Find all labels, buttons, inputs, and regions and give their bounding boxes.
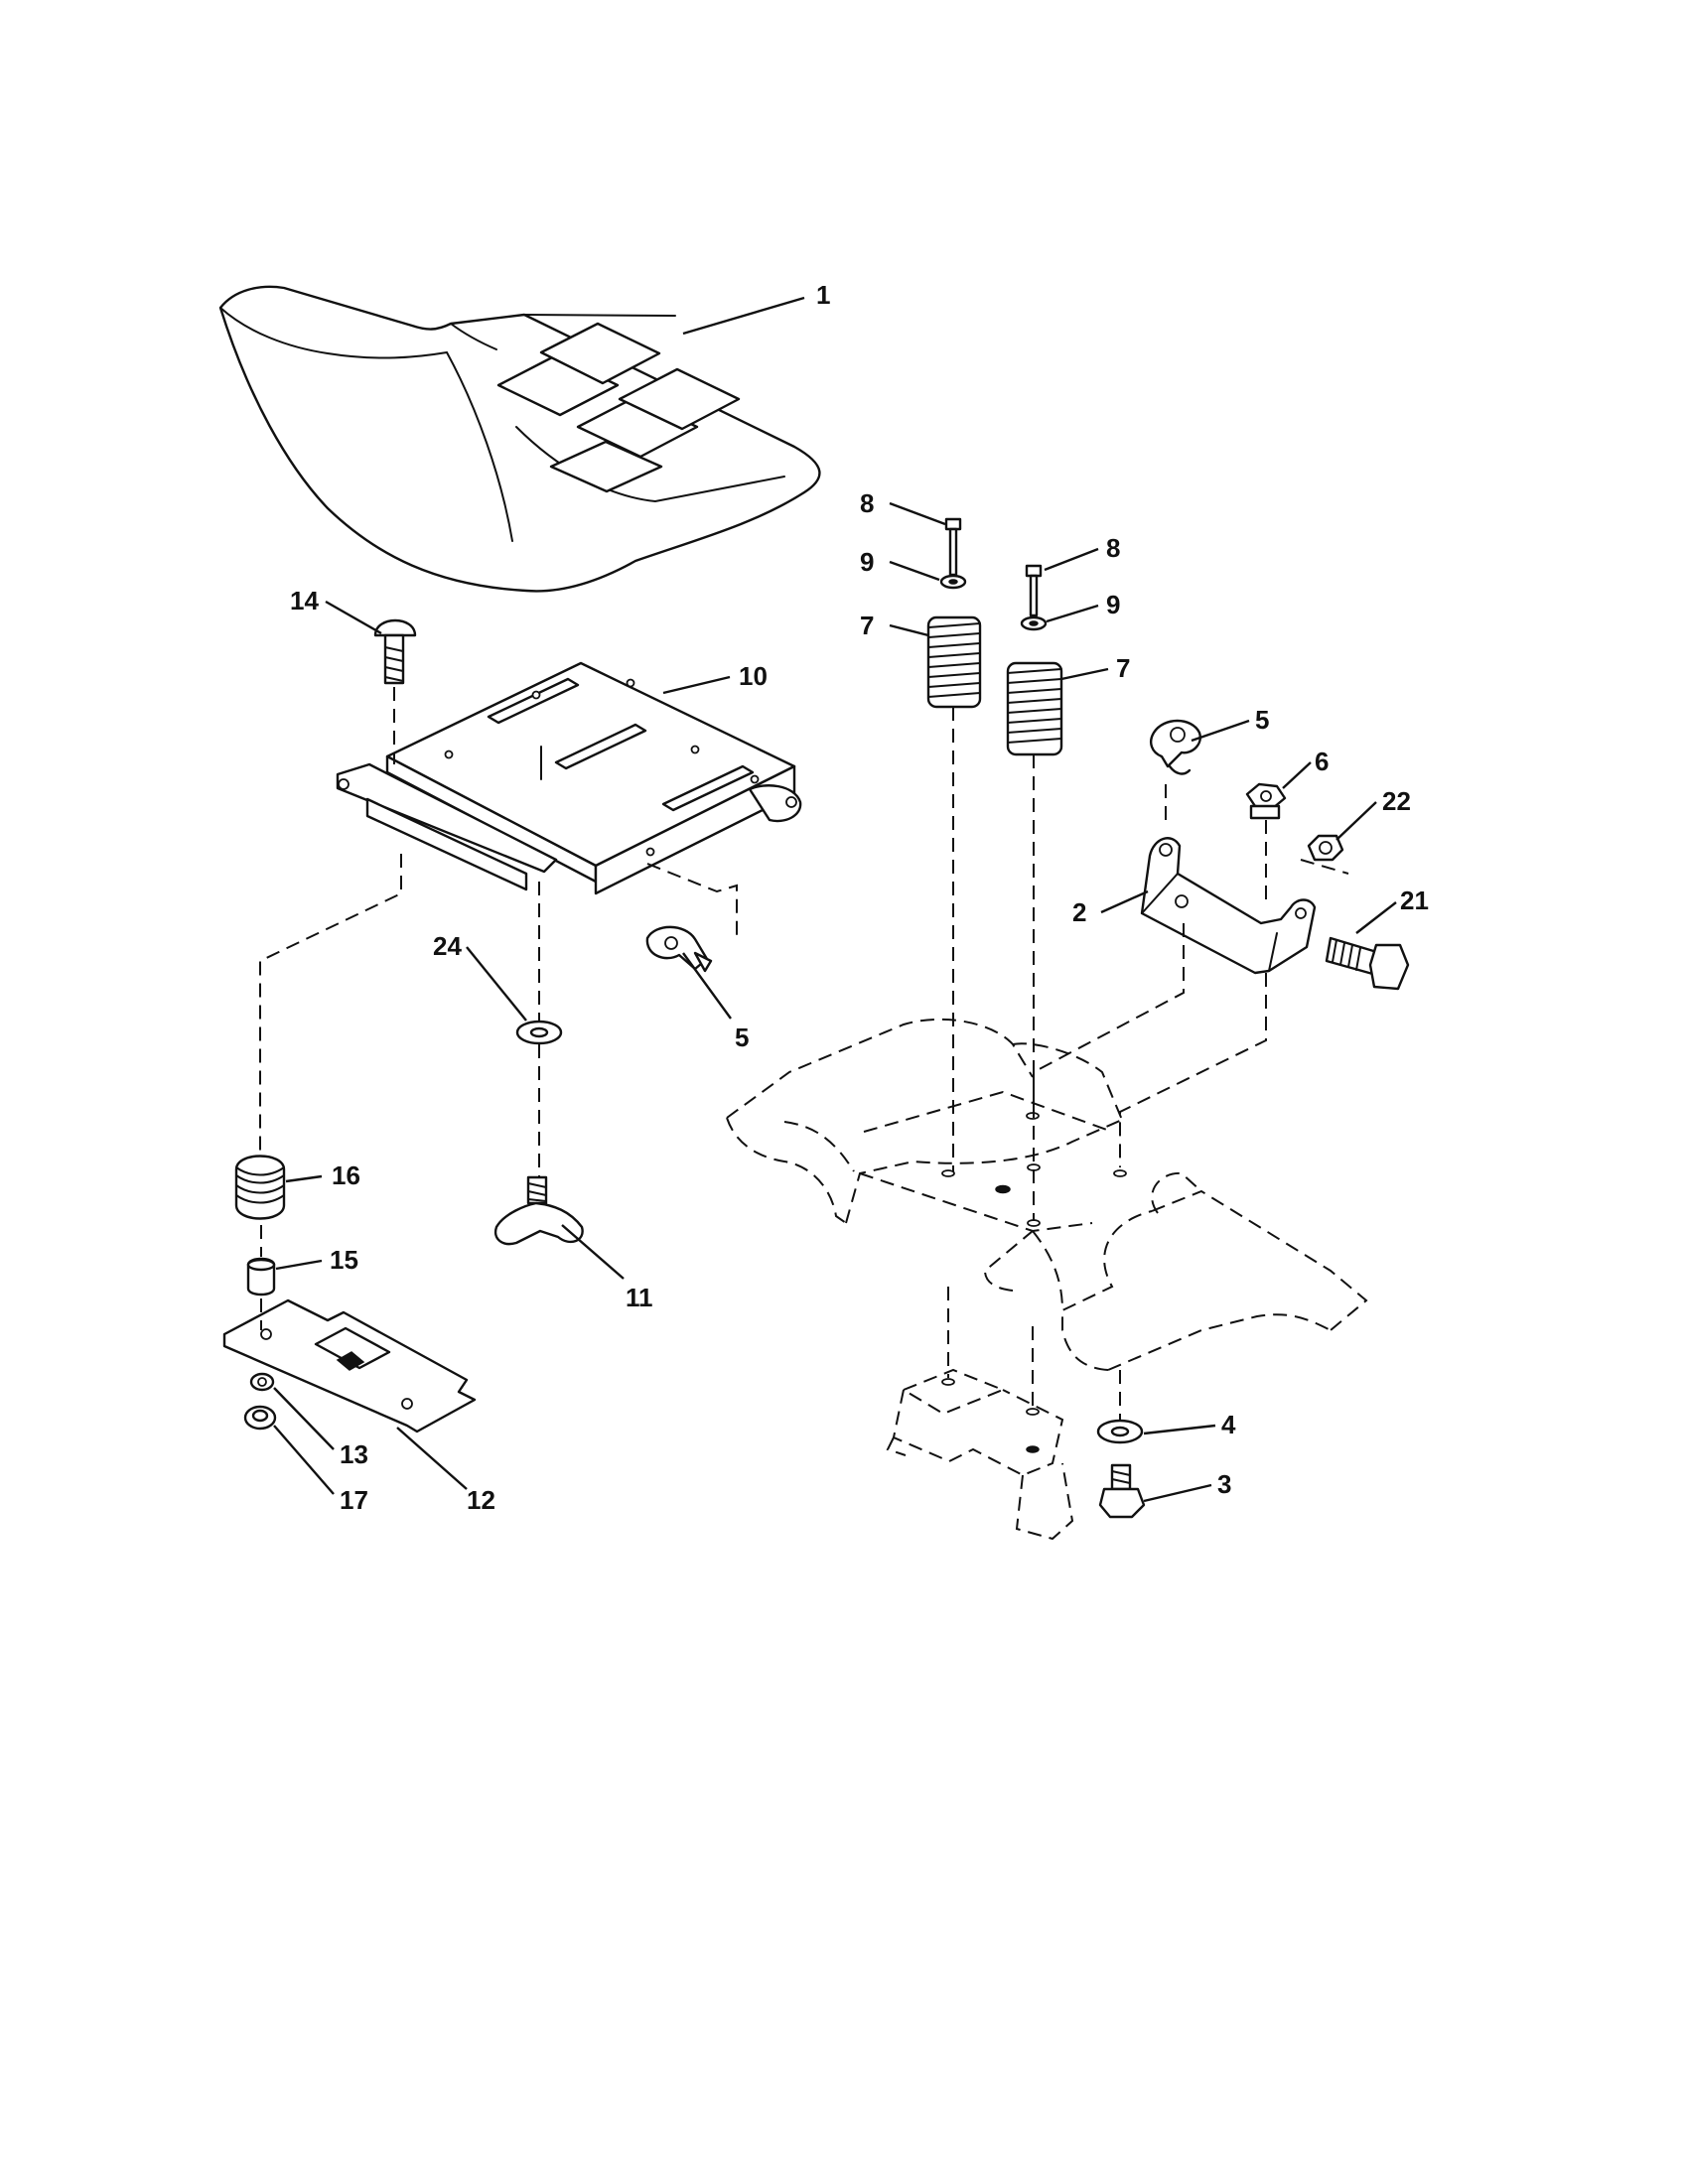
callout-14: 14 <box>290 586 319 615</box>
chassis-frame-outline <box>726 1018 1368 1541</box>
callout-3: 3 <box>1217 1469 1231 1499</box>
callout-22: 22 <box>1382 786 1411 816</box>
small-nut <box>249 1372 275 1392</box>
shoulder-bolt <box>1325 936 1410 991</box>
callout-labels: 1 8 9 7 8 9 7 14 10 5 6 22 2 21 24 5 16 … <box>290 280 1429 1515</box>
seat-plate <box>222 1298 477 1433</box>
callout-21: 21 <box>1400 886 1429 915</box>
seat-pan <box>336 661 802 895</box>
callout-6: 6 <box>1315 747 1329 776</box>
flange-nut <box>243 1405 277 1431</box>
callout-4: 4 <box>1221 1410 1236 1439</box>
callout-16: 16 <box>332 1160 360 1190</box>
callout-7: 7 <box>1116 653 1130 683</box>
mounting-bracket <box>1140 837 1317 975</box>
callout-15: 15 <box>330 1245 358 1275</box>
lock-nut <box>1245 782 1287 820</box>
bushing <box>246 1257 276 1297</box>
wire-clip-upper <box>1150 719 1201 775</box>
callout-5: 5 <box>735 1023 749 1052</box>
callout-24: 24 <box>433 931 462 961</box>
spring-stack-left <box>926 517 982 709</box>
washer <box>1096 1419 1144 1444</box>
flat-washer <box>515 1020 563 1045</box>
callout-10: 10 <box>739 661 768 691</box>
callout-9: 9 <box>860 547 874 577</box>
callout-17: 17 <box>340 1485 368 1515</box>
callout-11: 11 <box>626 1283 653 1312</box>
spring-coil-right <box>1006 661 1063 756</box>
callout-2: 2 <box>1072 897 1086 927</box>
seat-knob <box>493 1175 584 1246</box>
leader-lines <box>273 296 1397 1503</box>
wire-clip-lower <box>645 925 713 973</box>
callout-7: 7 <box>860 611 874 640</box>
callout-5: 5 <box>1255 705 1269 735</box>
callout-9: 9 <box>1106 590 1120 619</box>
callout-1: 1 <box>816 280 830 310</box>
callout-8: 8 <box>1106 533 1120 563</box>
spring-coil-left <box>926 615 982 709</box>
hex-bolt <box>1098 1463 1146 1519</box>
compression-spring <box>234 1155 286 1220</box>
carriage-bolt <box>373 618 417 685</box>
spring-stack-right <box>1006 564 1063 756</box>
callout-13: 13 <box>340 1439 368 1469</box>
seat <box>218 285 821 593</box>
callout-8: 8 <box>860 488 874 518</box>
callout-12: 12 <box>467 1485 495 1515</box>
hex-nut <box>1307 834 1344 862</box>
assembly-lines <box>259 687 1349 1420</box>
